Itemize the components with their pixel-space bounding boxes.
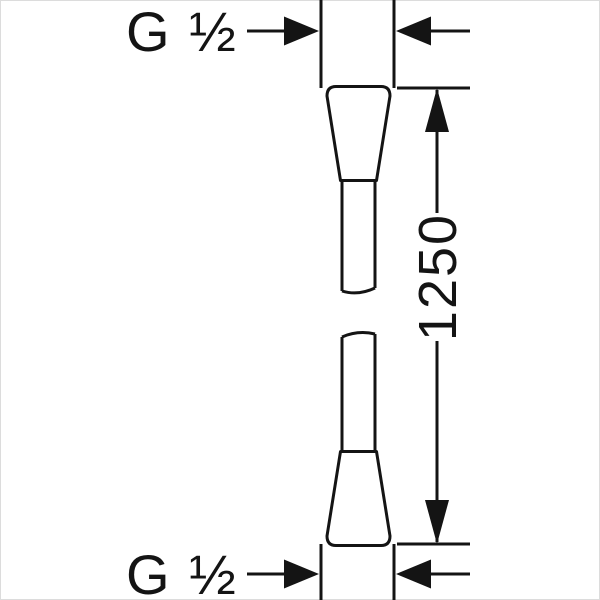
arrow-right-icon [284,16,319,46]
arrow-left-icon [396,16,431,46]
top-thread-label: G ½ [126,0,238,63]
arrow-up-icon [425,88,449,132]
length-value: 1250 [408,213,468,341]
arrow-right-icon [284,559,319,589]
bottom-thread-dimension: G ½ [126,543,470,600]
bottom-conical-nut [325,450,392,547]
hose-break-lower [341,331,376,339]
top-thread-dimension: G ½ [126,0,470,63]
hose-assembly [319,0,396,600]
arrow-left-icon [396,559,431,589]
top-conical-nut [325,85,392,182]
length-dimension: 1250 [397,86,470,546]
bottom-thread-label: G ½ [126,543,238,600]
arrow-down-icon [425,500,449,544]
hose-break-upper [341,286,376,295]
